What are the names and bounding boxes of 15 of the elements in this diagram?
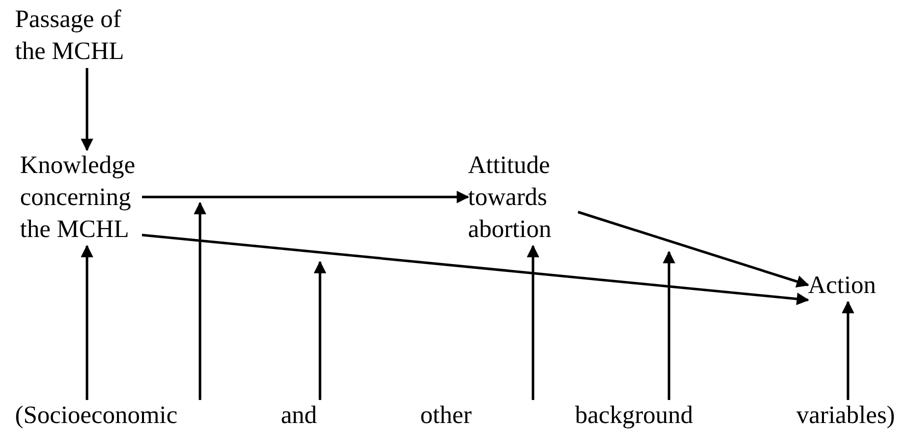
arrow	[526, 244, 540, 400]
arrow	[142, 234, 810, 306]
node-label: Action	[808, 271, 878, 301]
arrow	[842, 300, 854, 400]
arrow	[80, 244, 94, 400]
arrow	[142, 190, 470, 204]
arrow	[80, 68, 94, 152]
arrow	[578, 210, 810, 288]
node-label: Passage of the MCHL	[15, 5, 126, 67]
node-label: (Socioeconomic and other background variables)	[15, 401, 895, 431]
arrow	[662, 250, 676, 400]
arrow	[314, 260, 326, 400]
node-label: Knowledge concerning the MCHL	[20, 151, 136, 245]
node-label: Attitude towards abortion	[468, 151, 552, 245]
arrow	[194, 202, 206, 400]
